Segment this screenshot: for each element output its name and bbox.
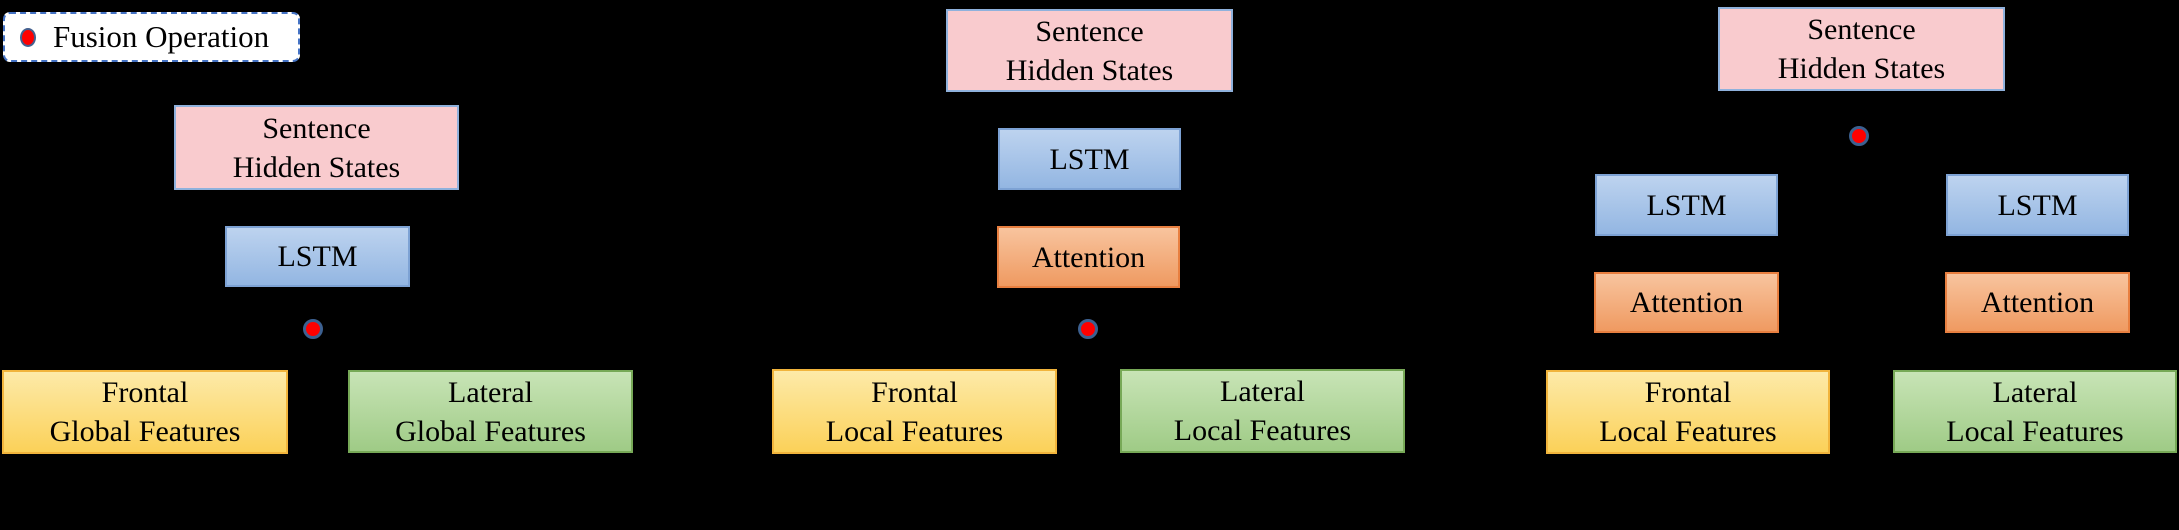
box-label-line: Frontal — [1644, 376, 1732, 409]
box-label-line: Attention — [1980, 286, 2095, 319]
attention-box: Attention — [997, 226, 1180, 288]
box-label-line: Attention — [1031, 240, 1146, 274]
legend-label: Fusion Operation — [53, 19, 270, 54]
fusion-dot-icon — [20, 27, 36, 47]
box-label-line: Sentence — [1807, 13, 1916, 46]
attention-frontal-box: Attention — [1594, 272, 1779, 333]
legend: Fusion Operation — [3, 12, 300, 62]
box-label-line: Local Features — [825, 414, 1004, 448]
fusion-dot — [1078, 319, 1098, 339]
sentence-hidden-states-box: Sentence Hidden States — [174, 105, 459, 190]
lstm-box: LSTM — [998, 128, 1181, 190]
box-label-line: Local Features — [1599, 415, 1777, 448]
lateral-global-features-box: Lateral Global Features — [348, 370, 633, 453]
box-label-line: Sentence — [262, 111, 371, 145]
box-label-line: Attention — [1629, 286, 1744, 319]
box-label-line: Sentence — [1035, 14, 1144, 48]
frontal-local-features-box: Frontal Local Features — [1546, 370, 1830, 454]
box-label-line: Global Features — [49, 415, 241, 448]
frontal-global-features-box: Frontal Global Features — [2, 370, 288, 454]
sentence-hidden-states-box: Sentence Hidden States — [946, 9, 1233, 92]
box-label-line: Local Features — [1173, 414, 1352, 447]
box-label-line: Hidden States — [1005, 53, 1174, 87]
sentence-hidden-states-box: Sentence Hidden States — [1718, 7, 2005, 91]
box-label-line: LSTM — [1049, 142, 1130, 176]
box-label-line: Hidden States — [232, 150, 401, 184]
fusion-dot — [303, 319, 323, 339]
box-label-line: Local Features — [1946, 414, 2124, 448]
lstm-frontal-box: LSTM — [1595, 174, 1778, 236]
box-label-line: Global Features — [395, 414, 586, 448]
lstm-box: LSTM — [225, 226, 410, 287]
box-label-line: Lateral — [448, 375, 533, 409]
box-label-line: LSTM — [1997, 188, 2078, 222]
fusion-dot — [1849, 126, 1869, 146]
box-label-line: LSTM — [1646, 188, 1727, 222]
box-label-line: Frontal — [101, 376, 189, 409]
box-label-line: Frontal — [871, 375, 958, 409]
box-label-line: Hidden States — [1777, 52, 1946, 85]
box-label-line: LSTM — [277, 240, 358, 273]
lateral-local-features-box: Lateral Local Features — [1893, 370, 2177, 453]
lateral-local-features-box: Lateral Local Features — [1120, 369, 1405, 453]
lstm-lateral-box: LSTM — [1946, 174, 2129, 236]
box-label-line: Lateral — [1992, 375, 2078, 409]
frontal-local-features-box: Frontal Local Features — [772, 369, 1057, 454]
box-label-line: Lateral — [1220, 375, 1305, 408]
attention-lateral-box: Attention — [1945, 272, 2130, 333]
